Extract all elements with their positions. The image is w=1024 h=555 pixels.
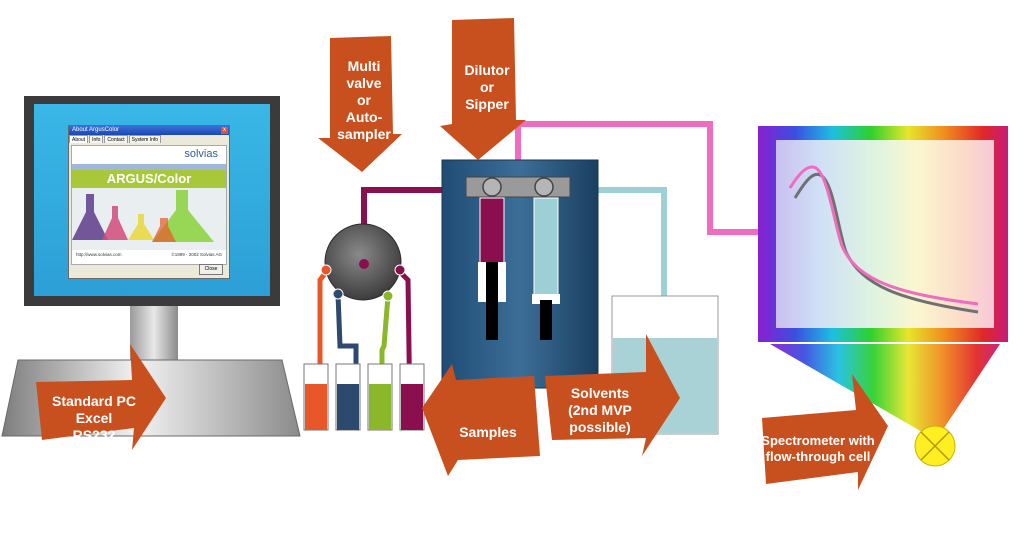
- brand-logo: solvias: [184, 148, 218, 160]
- about-window-titlebar: About ArgusColor x: [69, 126, 229, 135]
- about-panel: solvias ARGUS/Color http://www.solvias.c…: [71, 145, 227, 265]
- about-window-tabs: About Info Contact System Info: [69, 135, 229, 143]
- label-spectrometer: Spectrometer with flow-through cell: [761, 433, 875, 464]
- label-samples: Samples: [459, 424, 517, 440]
- spectrometer: [758, 126, 1008, 467]
- arrow-multivalve: [318, 36, 402, 172]
- flasks-image: [72, 188, 226, 250]
- about-window: About ArgusColor x About Info Contact Sy…: [68, 125, 230, 279]
- sample-tubes: [303, 363, 425, 431]
- label-solvents: Solvents (2nd MVP possible): [568, 385, 632, 435]
- multivalve: [320, 223, 406, 302]
- close-icon[interactable]: x: [221, 127, 228, 134]
- label-dilutor: Dilutor or Sipper: [464, 62, 510, 112]
- tab-about[interactable]: About: [69, 135, 89, 143]
- pink-tube: [515, 121, 758, 235]
- arrow-solvents: [545, 334, 680, 456]
- monitor-stand: [130, 306, 178, 360]
- close-button[interactable]: Close: [199, 264, 223, 275]
- arrow-pc: [36, 344, 166, 450]
- product-name: ARGUS/Color: [72, 170, 226, 188]
- about-url[interactable]: http://www.solvias.com: [76, 252, 122, 257]
- prism-fan: [770, 344, 1000, 440]
- spectrum-curve-pink: [788, 165, 979, 306]
- arrow-dilutor: [440, 18, 526, 160]
- label-multivalve: Multi valve or Auto- sampler: [337, 58, 391, 142]
- about-band-top: [72, 164, 226, 170]
- spectrum-curve-gray: [793, 172, 979, 314]
- tab-system-info[interactable]: System Info: [128, 135, 162, 143]
- arrow-samples: [422, 364, 540, 476]
- about-window-title: About ArgusColor: [72, 127, 120, 133]
- dilutor: [441, 159, 599, 389]
- arrows: [36, 18, 888, 490]
- label-pc: Standard PC Excel RS232: [51, 393, 136, 443]
- arrow-spectrometer: [762, 374, 888, 490]
- tab-info[interactable]: Info: [89, 135, 104, 143]
- tab-contact[interactable]: Contact: [104, 135, 128, 143]
- about-copyright: ©1999 - 2002 Solvias AG: [171, 252, 222, 257]
